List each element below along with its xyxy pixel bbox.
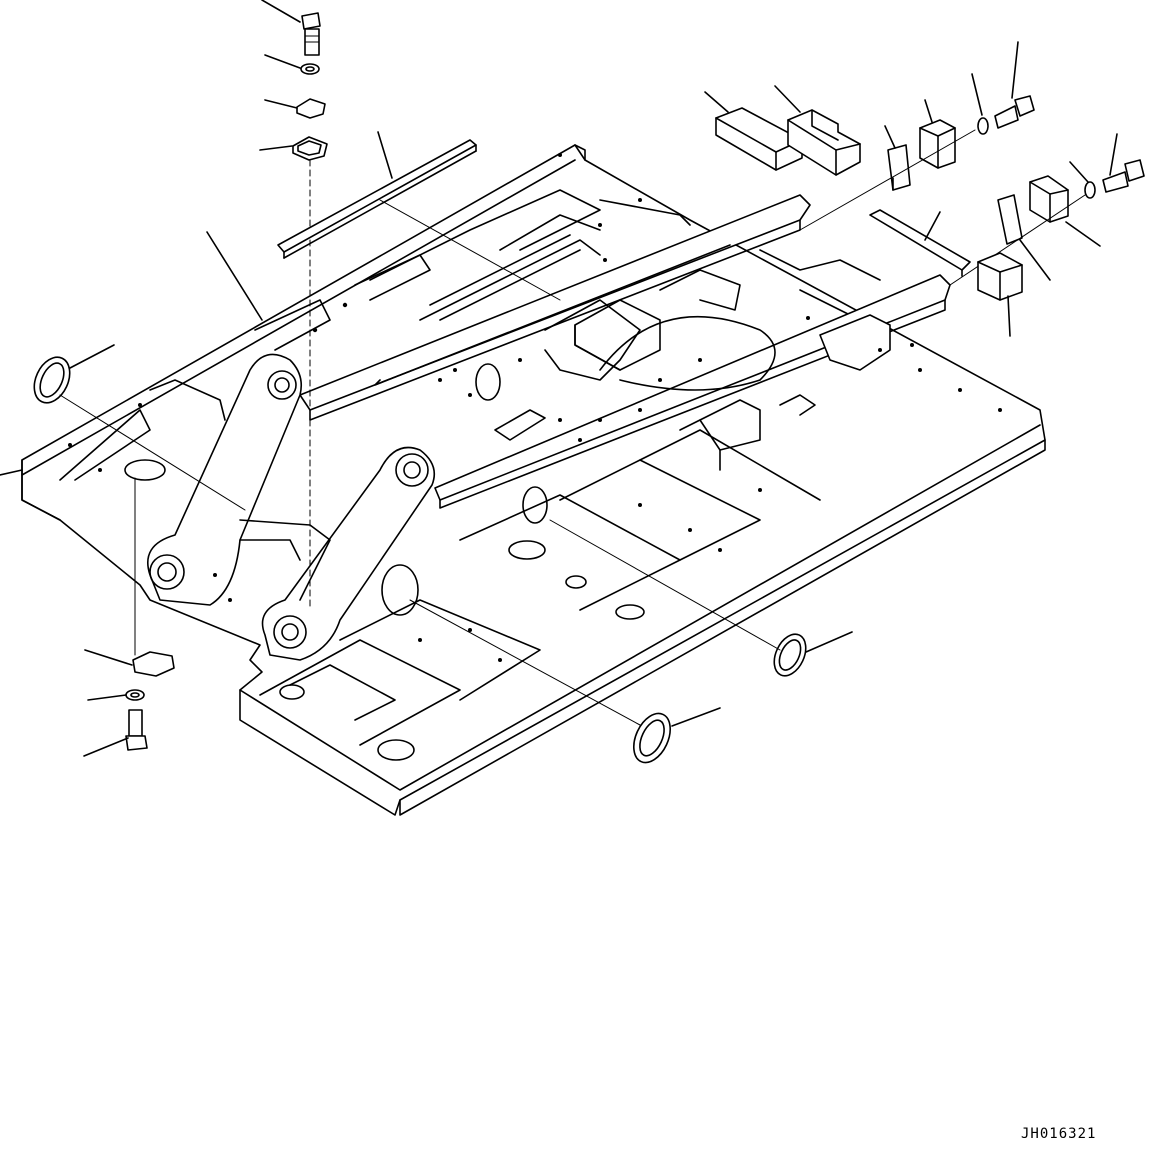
gasket-top: [292, 136, 328, 161]
bracket-block-2: [1029, 175, 1069, 223]
front-floor: [124, 363, 821, 761]
leader-lines: [0, 0, 1118, 757]
assembly-line-right-1: [799, 129, 976, 231]
boom-bracket-left: [147, 353, 303, 606]
grommet-front: [633, 712, 671, 764]
washer-top: [300, 63, 320, 75]
assembly-line-grommet-left: [59, 394, 246, 511]
shim-2: [997, 194, 1023, 245]
bolt-bottom: [125, 709, 148, 751]
assembly-line-strip: [379, 199, 561, 301]
bolt-top: [301, 12, 321, 56]
washer-bottom: [125, 689, 145, 701]
boom-bracket-right: [239, 446, 436, 661]
center-brackets: [494, 269, 891, 471]
assembly-line-grommet-front: [409, 599, 641, 726]
washer-right-2: [1084, 181, 1096, 199]
assembly-line-grommet-right: [549, 519, 781, 651]
grommet-right: [773, 633, 807, 677]
grommet-left: [33, 356, 71, 404]
block-2: [787, 109, 861, 176]
frame-outline: [21, 144, 1046, 816]
side-rail-lower: [434, 274, 951, 509]
strip-plate-right: [869, 209, 971, 277]
bolt-right-1: [994, 95, 1035, 129]
cover-plate-top: [296, 98, 326, 119]
shim-1: [887, 144, 911, 191]
bolt-right-2: [1102, 159, 1145, 193]
cover-plate-bottom: [132, 651, 175, 677]
washer-right-1: [977, 117, 989, 135]
rear-compartments: [59, 189, 881, 481]
strip-plate: [277, 139, 477, 259]
drawing-code: JH016321: [1021, 1126, 1097, 1142]
assembly-line-right-2: [949, 194, 1086, 286]
block-3: [977, 252, 1023, 301]
rivet-dots: [68, 153, 1002, 662]
